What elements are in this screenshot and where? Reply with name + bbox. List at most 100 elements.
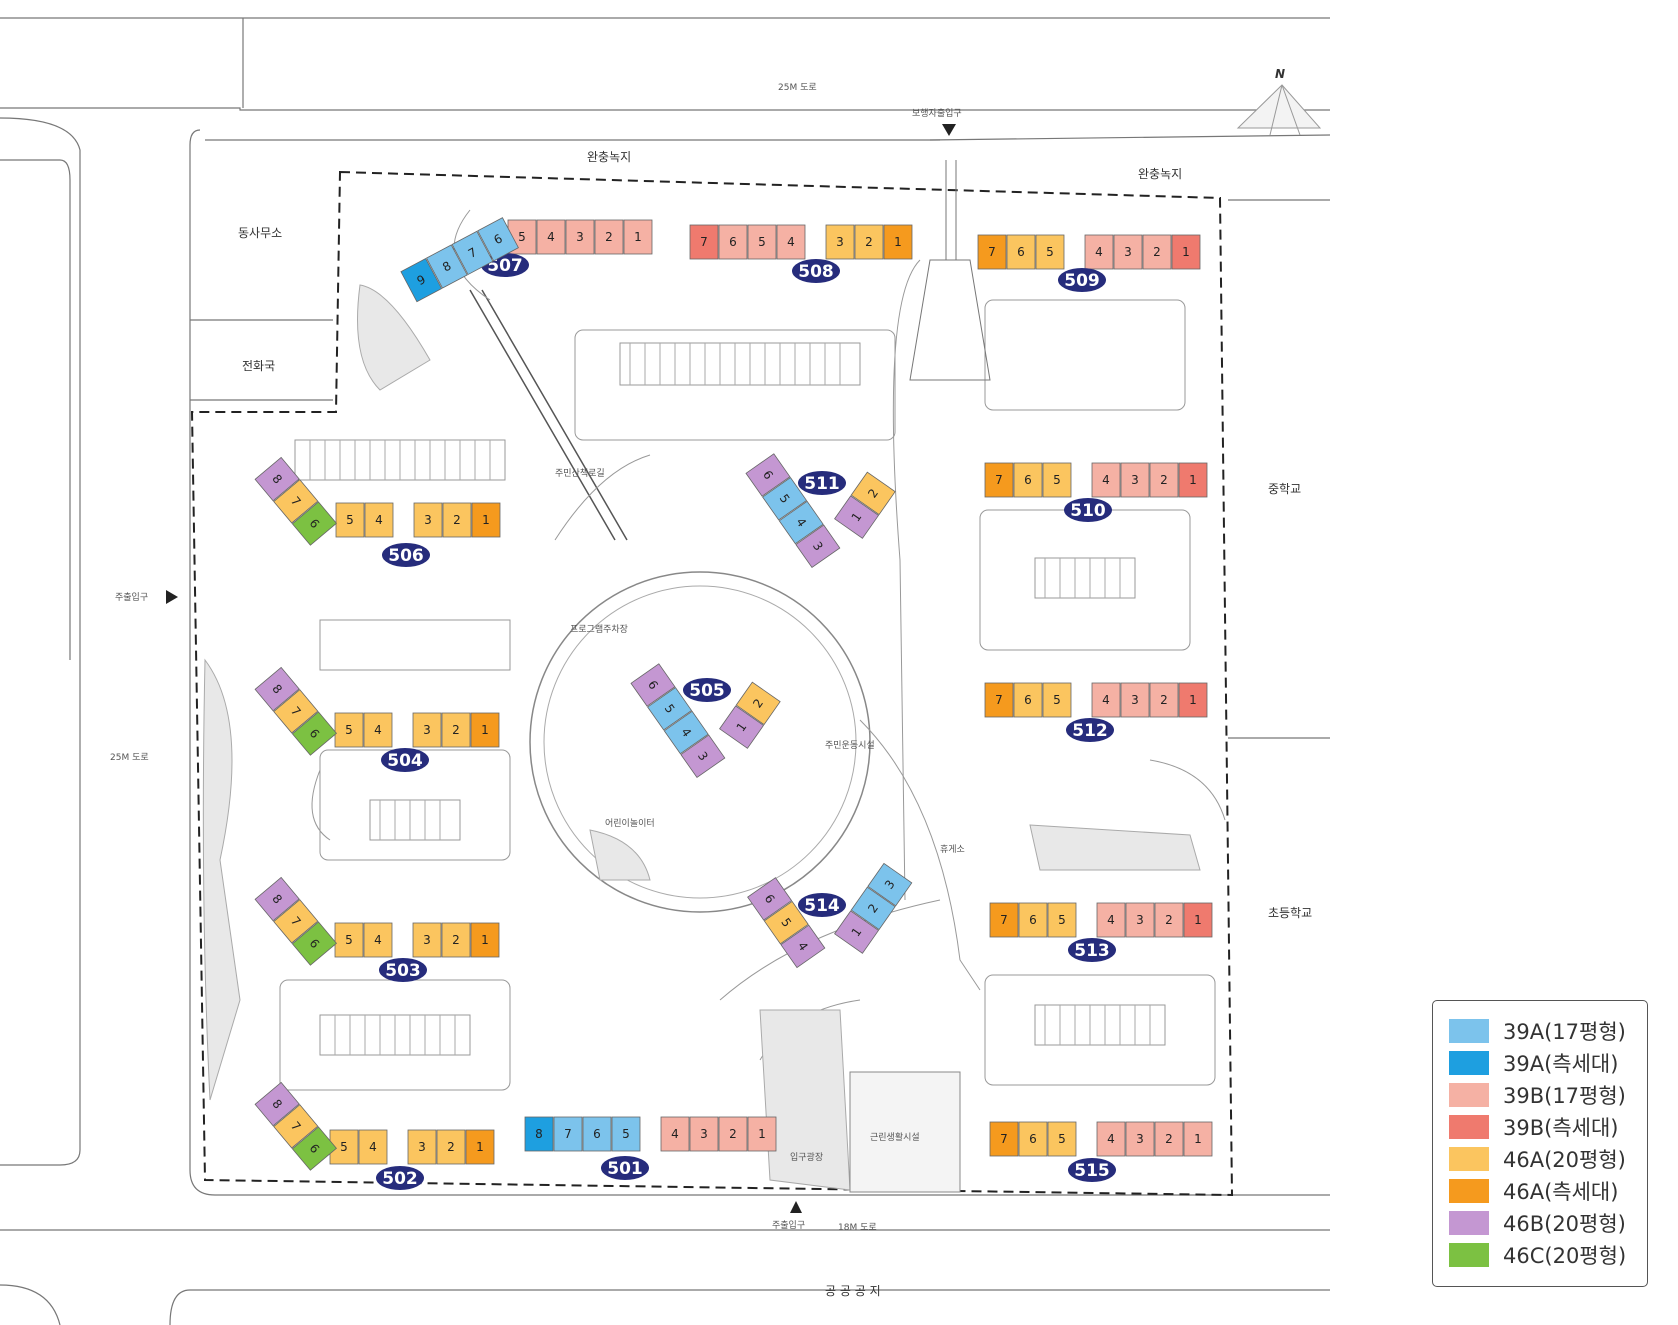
building-number-badge[interactable]: 512 bbox=[1066, 718, 1114, 742]
building-511b[interactable]: 12 bbox=[834, 471, 896, 539]
unit-number: 6 bbox=[1029, 913, 1037, 927]
unit-number: 5 bbox=[1058, 1132, 1066, 1146]
building-503b[interactable]: 876 bbox=[254, 876, 337, 966]
building-number-badge[interactable]: 511 bbox=[798, 471, 846, 495]
building-number-badge[interactable]: 508 bbox=[792, 259, 840, 283]
parking-label: 프로그램주차장 bbox=[570, 623, 628, 635]
apartment-unit bbox=[1142, 234, 1172, 270]
unit-number: 1 bbox=[1189, 693, 1197, 707]
apartment-unit bbox=[254, 456, 300, 502]
badge-label: 501 bbox=[607, 1159, 643, 1179]
building-number-badge[interactable]: 515 bbox=[1068, 1158, 1116, 1182]
building-number-badge[interactable]: 501 bbox=[601, 1156, 649, 1180]
apartment-unit bbox=[1183, 902, 1213, 938]
building-number-badge[interactable]: 504 bbox=[381, 748, 429, 772]
apartment-unit bbox=[1120, 682, 1150, 718]
building-number-badge[interactable]: 514 bbox=[798, 893, 846, 917]
building-number-badge[interactable]: 509 bbox=[1058, 268, 1106, 292]
unit-number: 3 bbox=[418, 1140, 426, 1154]
building-number-badge[interactable]: 510 bbox=[1064, 498, 1112, 522]
unit-number: 3 bbox=[424, 513, 432, 527]
unit-number: 3 bbox=[1131, 693, 1139, 707]
apartment-unit bbox=[470, 922, 500, 958]
apartment-unit bbox=[412, 922, 442, 958]
unit-number: 3 bbox=[1136, 1132, 1144, 1146]
apartment-unit bbox=[854, 224, 884, 260]
building-number-badge[interactable]: 502 bbox=[376, 1166, 424, 1190]
badge-shape bbox=[379, 958, 427, 982]
road-lines bbox=[0, 17, 1331, 1325]
building-505b[interactable]: 12 bbox=[719, 681, 781, 749]
building-504b[interactable]: 876 bbox=[254, 666, 337, 756]
building-514[interactable]: 654 bbox=[747, 877, 826, 969]
apartment-unit bbox=[407, 1129, 437, 1165]
apartment-unit bbox=[1154, 902, 1184, 938]
apartment-unit bbox=[834, 910, 880, 954]
badge-label: 507 bbox=[487, 256, 523, 276]
unit-number: 3 bbox=[423, 723, 431, 737]
apartment-unit bbox=[441, 712, 471, 748]
building-502b[interactable]: 876 bbox=[254, 1081, 337, 1171]
apartment-unit bbox=[441, 922, 471, 958]
curved-paths bbox=[311, 209, 1226, 1061]
diagonal-walkway bbox=[469, 289, 628, 541]
badge-label: 503 bbox=[385, 961, 421, 981]
apartment-unit bbox=[565, 219, 595, 255]
badge-shape bbox=[798, 471, 846, 495]
parking-stripes bbox=[309, 343, 1151, 1055]
unit-number: 1 bbox=[1189, 473, 1197, 487]
apartment-unit bbox=[291, 711, 337, 756]
apartment-unit bbox=[718, 224, 748, 260]
unit-number: 3 bbox=[1124, 245, 1132, 259]
apartment-unit bbox=[254, 876, 300, 922]
unit-number: 4 bbox=[369, 1140, 377, 1154]
legend-item: 46B(20평형) bbox=[1449, 1207, 1647, 1239]
neighborhood-facility-label: 근린생활시설 bbox=[870, 1131, 920, 1143]
building-514b[interactable]: 123 bbox=[834, 862, 913, 954]
building-number-badge[interactable]: 513 bbox=[1068, 938, 1116, 962]
apartment-unit bbox=[623, 219, 653, 255]
unit-number: 5 bbox=[345, 933, 353, 947]
apartment-unit bbox=[1047, 1121, 1077, 1157]
badge-shape bbox=[601, 1156, 649, 1180]
apartment-unit bbox=[1178, 682, 1208, 718]
building-number-badge[interactable]: 506 bbox=[382, 543, 430, 567]
unit-number: 3 bbox=[423, 933, 431, 947]
unit-number: 7 bbox=[1000, 1132, 1008, 1146]
pedestrian-entrance-path bbox=[909, 160, 991, 381]
unit-number: 4 bbox=[787, 235, 795, 249]
unit-number: 2 bbox=[452, 723, 460, 737]
apartment-unit bbox=[680, 734, 726, 779]
unit-number: 7 bbox=[1000, 913, 1008, 927]
apartment-unit bbox=[291, 1126, 337, 1171]
building-number-badge[interactable]: 503 bbox=[379, 958, 427, 982]
unit-number: 4 bbox=[547, 230, 555, 244]
unit-number: 2 bbox=[1165, 1132, 1173, 1146]
apartment-unit bbox=[1042, 462, 1072, 498]
apartment-unit bbox=[689, 224, 719, 260]
unit-number: 3 bbox=[1131, 473, 1139, 487]
road-top-label: 25M 도로 bbox=[778, 83, 817, 93]
walkway-label: 주민산책로길 bbox=[555, 467, 605, 479]
unit-number: 6 bbox=[1017, 245, 1025, 259]
pedestrian-entrance-arrow bbox=[942, 124, 956, 136]
building-506b[interactable]: 876 bbox=[254, 456, 337, 546]
building-number-badge[interactable]: 505 bbox=[683, 678, 731, 702]
apartment-unit bbox=[647, 686, 693, 731]
